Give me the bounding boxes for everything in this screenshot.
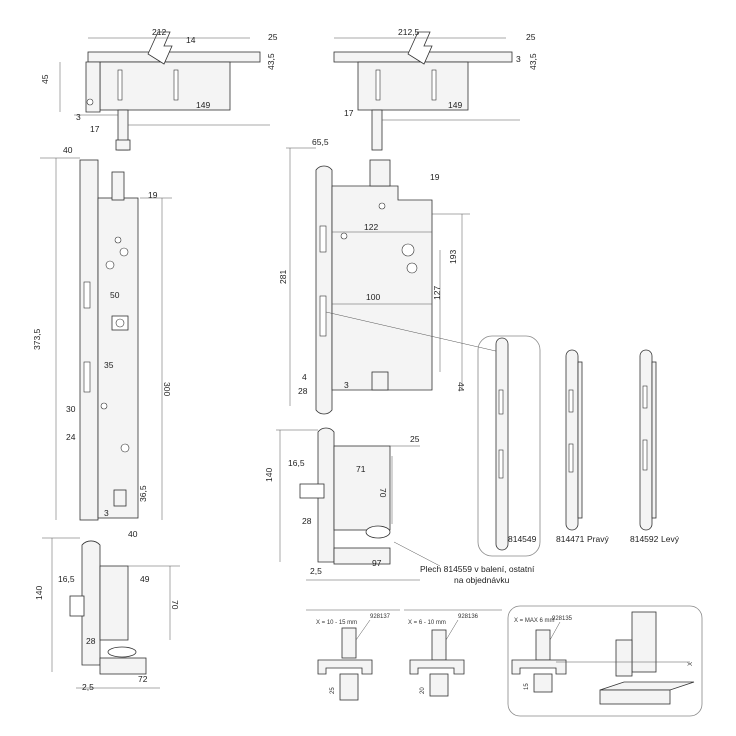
dim-left-top-3: 3 — [76, 112, 81, 122]
detail-1-range: X = 10 - 15 mm — [316, 620, 357, 626]
plate-pravy — [565, 349, 583, 531]
dim-left-top-width: 212 — [152, 27, 166, 37]
dim-mid-b-28: 28 — [302, 516, 312, 526]
dim-left-b-140: 140 — [34, 586, 44, 600]
dim-left-30: 30 — [66, 404, 76, 414]
plate-suffix-3: Levý — [661, 534, 680, 544]
detail-1 — [306, 609, 400, 701]
dim-left-3b: 3 — [104, 508, 109, 518]
dim-mid-top-width: 212,5 — [398, 27, 420, 37]
dim-mid-4: 4 — [302, 372, 307, 382]
dim-left-b-70: 70 — [170, 600, 180, 610]
plate-code-1: 814549 — [508, 534, 537, 544]
mid-strike-box — [276, 427, 420, 581]
dim-mid-b-2-5: 2,5 — [310, 566, 322, 576]
detail-1-dim: 25 — [330, 687, 336, 694]
dim-mid-top-17: 17 — [344, 108, 354, 118]
detail-3 — [507, 605, 703, 717]
dim-left-b-16-5: 16,5 — [58, 574, 75, 584]
dim-mid-b-25: 25 — [410, 434, 420, 444]
dim-mid-b-71: 71 — [356, 464, 366, 474]
dim-left-40b: 40 — [128, 529, 138, 539]
dim-mid-281: 281 — [278, 270, 288, 284]
left-top-bracket — [59, 31, 270, 151]
dim-left-40: 40 — [63, 145, 73, 155]
dim-left-b-28: 28 — [86, 636, 96, 646]
dim-left-b-72: 72 — [138, 674, 148, 684]
plate-levy — [639, 349, 657, 531]
dim-left-50: 50 — [110, 290, 120, 300]
dim-left-top-45: 45 — [40, 74, 50, 84]
left-strike-box — [42, 537, 180, 689]
dim-mid-193: 193 — [448, 250, 458, 264]
dim-left-top-25: 25 — [268, 32, 278, 42]
dim-mid-top-3: 3 — [516, 54, 521, 64]
dim-mid-19: 19 — [430, 172, 440, 182]
plate-code-2: 814471 — [556, 534, 585, 544]
dim-left-300: 300 — [162, 382, 172, 396]
dim-left-b-2-5: 2,5 — [82, 682, 94, 692]
dim-left-36-5: 36,5 — [138, 485, 148, 502]
dim-left-b-49: 49 — [140, 574, 150, 584]
dim-mid-3: 3 — [344, 380, 349, 390]
dim-mid-100: 100 — [366, 292, 380, 302]
dim-mid-65-5: 65,5 — [312, 137, 329, 147]
dim-left-top-149: 149 — [196, 100, 210, 110]
dim-left-373-5: 373,5 — [32, 328, 42, 350]
dim-mid-122: 122 — [364, 222, 378, 232]
dim-left-35: 35 — [104, 360, 114, 370]
mid-top-bracket — [333, 31, 520, 151]
note-line-2: na objednávku — [454, 575, 510, 585]
detail-2-dim: 20 — [420, 687, 426, 694]
dim-mid-127: 127 — [432, 286, 442, 300]
detail-2-range: X = 6 - 10 mm — [408, 620, 446, 626]
detail-3-range: X = MAX 6 mm — [514, 618, 555, 624]
dim-mid-b-70: 70 — [378, 488, 388, 498]
plate-suffix-2: Pravý — [587, 534, 609, 544]
plate-code-3: 814592 — [630, 534, 659, 544]
note-line-1: Plech 814559 v balení, ostatní — [420, 564, 535, 574]
detail-3-dim: 15 — [524, 683, 530, 690]
detail-2 — [404, 609, 502, 697]
detail-2-code: 928136 — [458, 614, 479, 620]
dim-mid-28: 28 — [298, 386, 308, 396]
detail-1-code: 928137 — [370, 614, 391, 620]
mid-lock-body — [286, 147, 501, 415]
detail-3-code: 928135 — [552, 616, 573, 622]
dim-left-19: 19 — [148, 190, 158, 200]
dim-mid-b-140: 140 — [264, 468, 274, 482]
dim-left-top-17: 17 — [90, 124, 100, 134]
dim-mid-b-16-5: 16,5 — [288, 458, 305, 468]
dim-mid-top-25: 25 — [526, 32, 536, 42]
dim-mid-top-149: 149 — [448, 100, 462, 110]
detail-3-xmark: X — [688, 662, 694, 666]
dim-left-24: 24 — [66, 432, 76, 442]
dim-left-top-43-5: 43,5 — [266, 53, 276, 70]
dim-mid-top-43-5: 43,5 — [528, 53, 538, 70]
left-lock-body — [40, 157, 172, 521]
plate-frame — [477, 335, 541, 557]
dim-mid-b-97: 97 — [372, 558, 382, 568]
dim-mid-44: 44 — [456, 382, 466, 392]
dim-left-top-14: 14 — [186, 35, 196, 45]
